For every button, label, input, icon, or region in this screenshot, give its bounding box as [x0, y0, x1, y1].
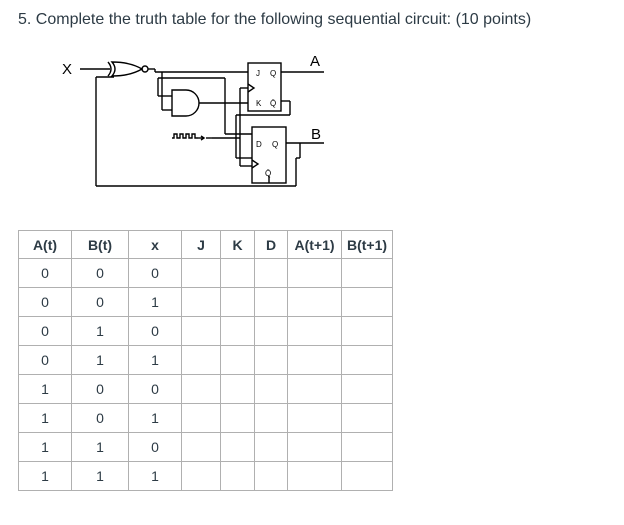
ff2-q-label: Q — [272, 140, 278, 149]
input-x-label: X — [62, 61, 72, 78]
header-at: A(t) — [18, 230, 72, 259]
cell-a-t1[interactable] — [287, 461, 342, 491]
cell-j[interactable] — [181, 258, 221, 288]
cell-a-t: 1 — [18, 374, 72, 404]
cell-b-t: 1 — [71, 461, 129, 491]
cell-a-t1[interactable] — [287, 287, 342, 317]
header-bt1: B(t+1) — [341, 230, 393, 259]
cell-k[interactable] — [220, 287, 255, 317]
ff1-k-label: K — [256, 99, 262, 108]
cell-k[interactable] — [220, 461, 255, 491]
cell-a-t: 0 — [18, 316, 72, 346]
cell-d[interactable] — [254, 345, 288, 375]
cell-x: 0 — [128, 258, 182, 288]
cell-b-t: 1 — [71, 432, 129, 462]
truth-table-header-row: A(t) B(t) x J K D A(t+1) B(t+1) — [18, 230, 393, 259]
cell-a-t: 0 — [18, 345, 72, 375]
cell-a-t1[interactable] — [287, 432, 342, 462]
cell-a-t: 1 — [18, 403, 72, 433]
cell-a-t: 1 — [18, 461, 72, 491]
cell-x: 1 — [128, 345, 182, 375]
cell-b-t: 0 — [71, 374, 129, 404]
cell-j[interactable] — [181, 461, 221, 491]
header-k: K — [220, 230, 255, 259]
sequential-circuit-diagram: X J Q K Q̄ A D Q Q̄ B — [62, 53, 324, 187]
cell-x: 0 — [128, 374, 182, 404]
question-text: 5. Complete the truth table for the foll… — [18, 11, 532, 28]
clock-signal-icon — [172, 133, 206, 141]
cell-x: 0 — [128, 432, 182, 462]
cell-b-t: 0 — [71, 403, 129, 433]
cell-b-t1[interactable] — [341, 345, 393, 375]
and-gate — [171, 89, 200, 117]
cell-x: 1 — [128, 287, 182, 317]
cell-a-t: 0 — [18, 287, 72, 317]
ff1-qbar-label: Q̄ — [270, 99, 276, 108]
output-b-label: B — [311, 126, 321, 143]
header-d: D — [254, 230, 288, 259]
cell-j[interactable] — [181, 345, 221, 375]
cell-a-t1[interactable] — [287, 316, 342, 346]
cell-b-t1[interactable] — [341, 432, 393, 462]
ff1-j-label: J — [256, 69, 260, 78]
header-bt: B(t) — [71, 230, 129, 259]
ff2-d-label: D — [256, 140, 262, 149]
cell-k[interactable] — [220, 432, 255, 462]
cell-a-t: 0 — [18, 258, 72, 288]
cell-j[interactable] — [181, 403, 221, 433]
cell-a-t1[interactable] — [287, 345, 342, 375]
cell-x: 1 — [128, 461, 182, 491]
cell-j[interactable] — [181, 287, 221, 317]
cell-j[interactable] — [181, 316, 221, 346]
cell-x: 0 — [128, 316, 182, 346]
cell-d[interactable] — [254, 316, 288, 346]
cell-b-t1[interactable] — [341, 403, 393, 433]
cell-j[interactable] — [181, 374, 221, 404]
header-x: x — [128, 230, 182, 259]
header-at1: A(t+1) — [287, 230, 342, 259]
output-a-label: A — [310, 53, 320, 70]
ff2-qbar-label: Q̄ — [265, 169, 271, 178]
cell-d[interactable] — [254, 258, 288, 288]
cell-b-t: 0 — [71, 287, 129, 317]
cell-a-t1[interactable] — [287, 258, 342, 288]
cell-d[interactable] — [254, 287, 288, 317]
cell-d[interactable] — [254, 403, 288, 433]
cell-b-t: 0 — [71, 258, 129, 288]
cell-b-t1[interactable] — [341, 374, 393, 404]
cell-x: 1 — [128, 403, 182, 433]
cell-a-t: 1 — [18, 432, 72, 462]
cell-b-t1[interactable] — [341, 316, 393, 346]
cell-b-t1[interactable] — [341, 258, 393, 288]
ff1-q-label: Q — [270, 69, 276, 78]
cell-b-t: 1 — [71, 316, 129, 346]
cell-a-t1[interactable] — [287, 403, 342, 433]
cell-a-t1[interactable] — [287, 374, 342, 404]
xnor-gate — [107, 61, 149, 77]
cell-b-t: 1 — [71, 345, 129, 375]
cell-b-t1[interactable] — [341, 287, 393, 317]
jk-flip-flop — [247, 62, 282, 112]
cell-j[interactable] — [181, 432, 221, 462]
cell-k[interactable] — [220, 316, 255, 346]
header-j: J — [181, 230, 221, 259]
cell-d[interactable] — [254, 374, 288, 404]
cell-d[interactable] — [254, 432, 288, 462]
cell-k[interactable] — [220, 345, 255, 375]
cell-b-t1[interactable] — [341, 461, 393, 491]
cell-d[interactable] — [254, 461, 288, 491]
cell-k[interactable] — [220, 403, 255, 433]
cell-k[interactable] — [220, 258, 255, 288]
cell-k[interactable] — [220, 374, 255, 404]
